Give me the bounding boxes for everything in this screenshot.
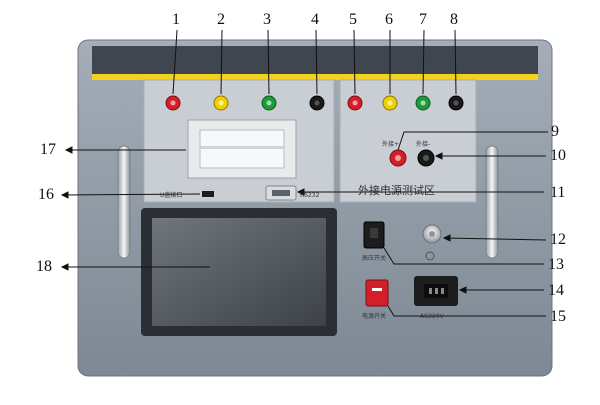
left-handle <box>117 145 131 259</box>
callout-2: 2 <box>217 11 225 28</box>
callout-11: 11 <box>550 184 566 201</box>
callout-16: 16 <box>38 186 54 203</box>
top-band <box>92 46 538 76</box>
external-power-zone-label: 外接电源测试区 <box>358 183 435 197</box>
callout-18: 18 <box>36 258 52 275</box>
ground-symbol-icon <box>425 251 435 261</box>
callout-13: 13 <box>548 256 564 273</box>
power-switch-label: 电源开关 <box>362 312 386 320</box>
callout-8: 8 <box>450 11 458 28</box>
yellow-stripe <box>92 74 538 80</box>
callout-3: 3 <box>263 11 271 28</box>
ext-plus-label: 外接+ <box>382 140 399 148</box>
callout-6: 6 <box>385 11 393 28</box>
callout-15: 15 <box>550 308 566 325</box>
terminal-row <box>165 95 464 111</box>
rs232-label: RS232 <box>300 192 320 199</box>
callout-leaders <box>60 29 548 317</box>
power-socket-label: AC220V <box>420 313 445 320</box>
right-handle <box>485 145 499 259</box>
callout-17: 17 <box>40 141 56 158</box>
callout-7: 7 <box>419 11 427 28</box>
callout-10: 10 <box>550 147 566 164</box>
usb-port-label: U盘接口 <box>160 191 182 199</box>
callout-5: 5 <box>349 11 357 28</box>
ext-minus-label: 外接- <box>416 140 430 148</box>
callout-14: 14 <box>548 282 564 299</box>
callout-12: 12 <box>550 231 566 248</box>
callout-4: 4 <box>311 11 319 28</box>
callout-9: 9 <box>551 123 559 140</box>
usb-port <box>202 191 214 197</box>
high-voltage-toggle-label: 高压开关 <box>362 254 386 262</box>
power-switch <box>365 279 389 307</box>
touch-screen <box>152 218 326 326</box>
callout-1: 1 <box>172 11 180 28</box>
